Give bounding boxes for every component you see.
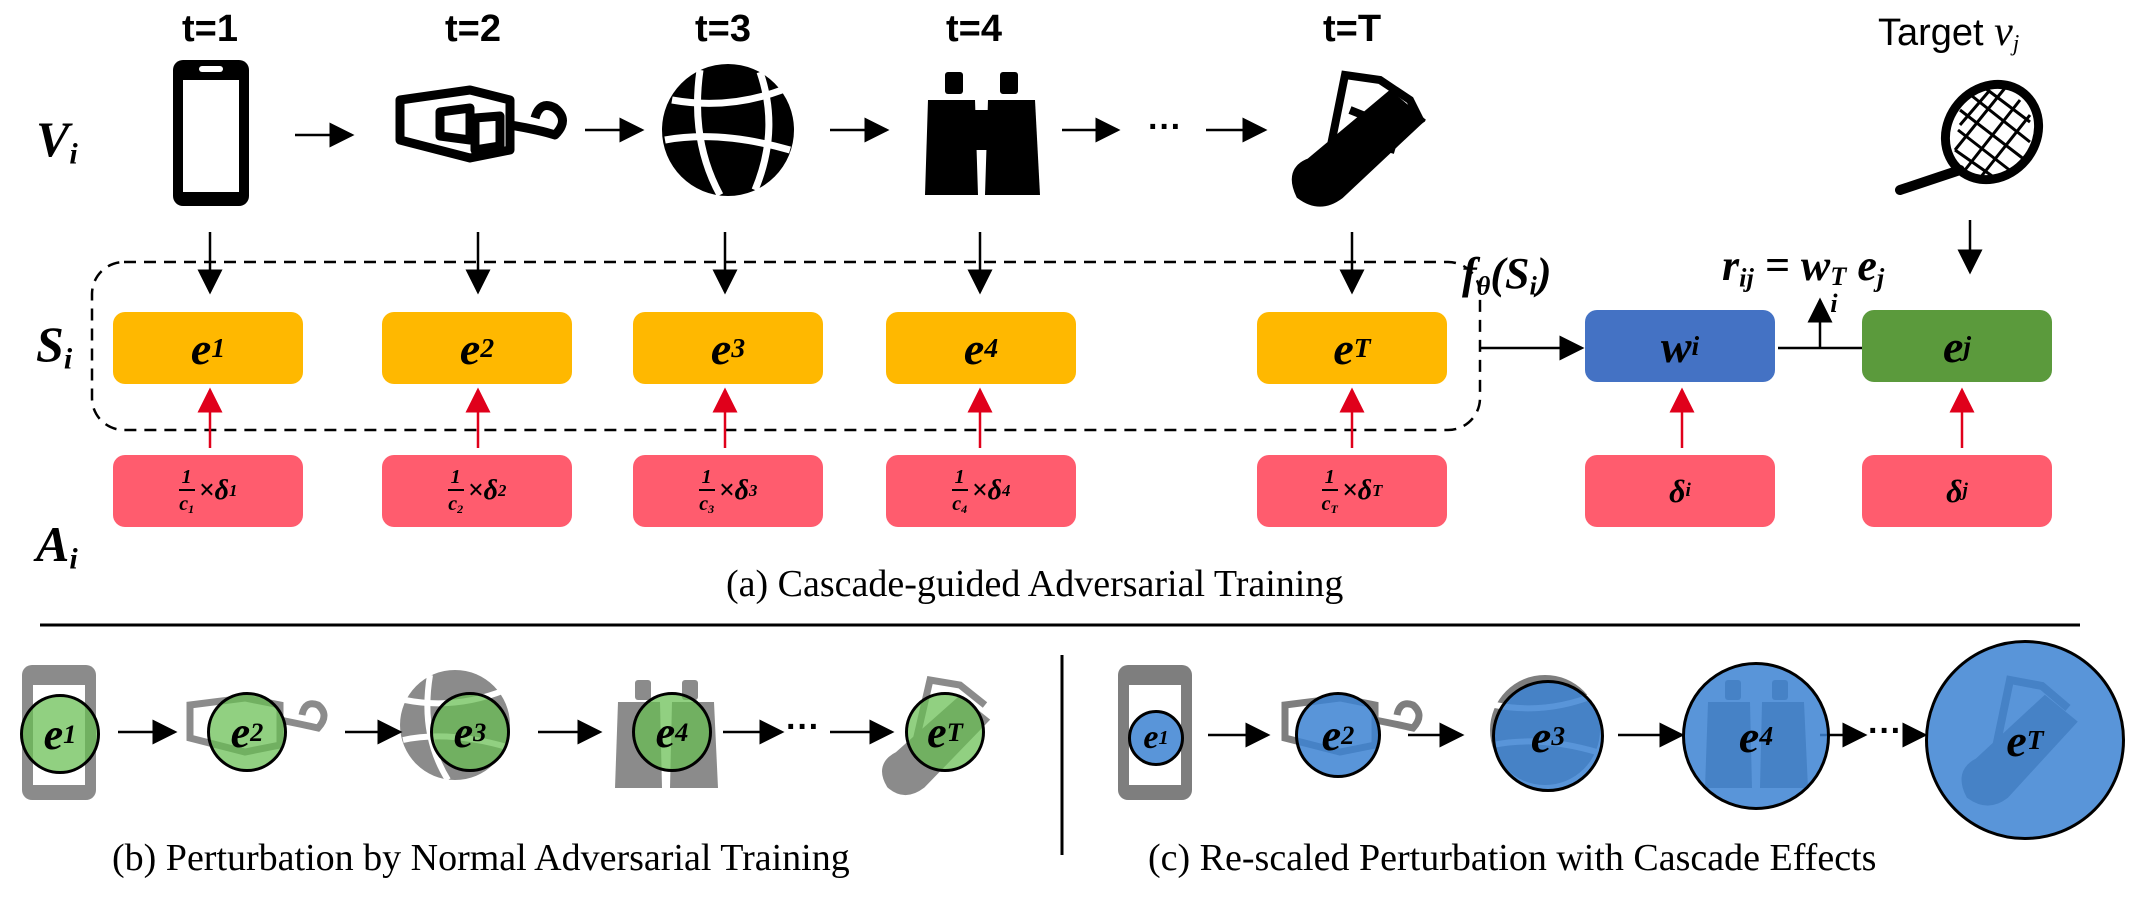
- step-label-4: t=4: [946, 8, 1002, 50]
- caption-b: (b) Perturbation by Normal Adversarial T…: [112, 837, 850, 879]
- step-label-3: t=3: [695, 8, 751, 50]
- binoculars-icon: [925, 72, 1040, 195]
- phone-icon: [173, 60, 249, 206]
- encoder-boundary: [90, 260, 1482, 432]
- step-label-T: t=T: [1322, 8, 1382, 50]
- row-label-s: Si: [36, 316, 73, 376]
- bottom-sequence-arrows: [118, 719, 1928, 748]
- perturbation-arrows: [197, 387, 1975, 448]
- sequence-arrows: [295, 117, 1268, 148]
- 3d-glasses-icon: [395, 85, 567, 163]
- step-label-2: t=2: [445, 8, 501, 50]
- step-label-1: t=1: [182, 8, 238, 50]
- row-label-a: Ai: [36, 516, 78, 576]
- shuttlecock-icon: [1291, 70, 1427, 207]
- embedding-arrows: [197, 220, 1983, 295]
- ellipsis-bottom-right: ···: [1868, 712, 1902, 750]
- tennis-racket-icon: [1895, 79, 2044, 195]
- target-label: Target vj: [1878, 9, 2020, 56]
- caption-a: (a) Cascade-guided Adversarial Training: [726, 563, 1344, 605]
- encoder-label: fθ(Si): [1462, 249, 1552, 301]
- volleyball-icon: [662, 64, 794, 197]
- ellipsis-bottom-left: ···: [786, 708, 820, 746]
- row-label-v: Vi: [36, 111, 78, 171]
- caption-c: (c) Re-scaled Perturbation with Cascade …: [1148, 837, 1877, 879]
- ellipsis: ···: [1148, 108, 1182, 146]
